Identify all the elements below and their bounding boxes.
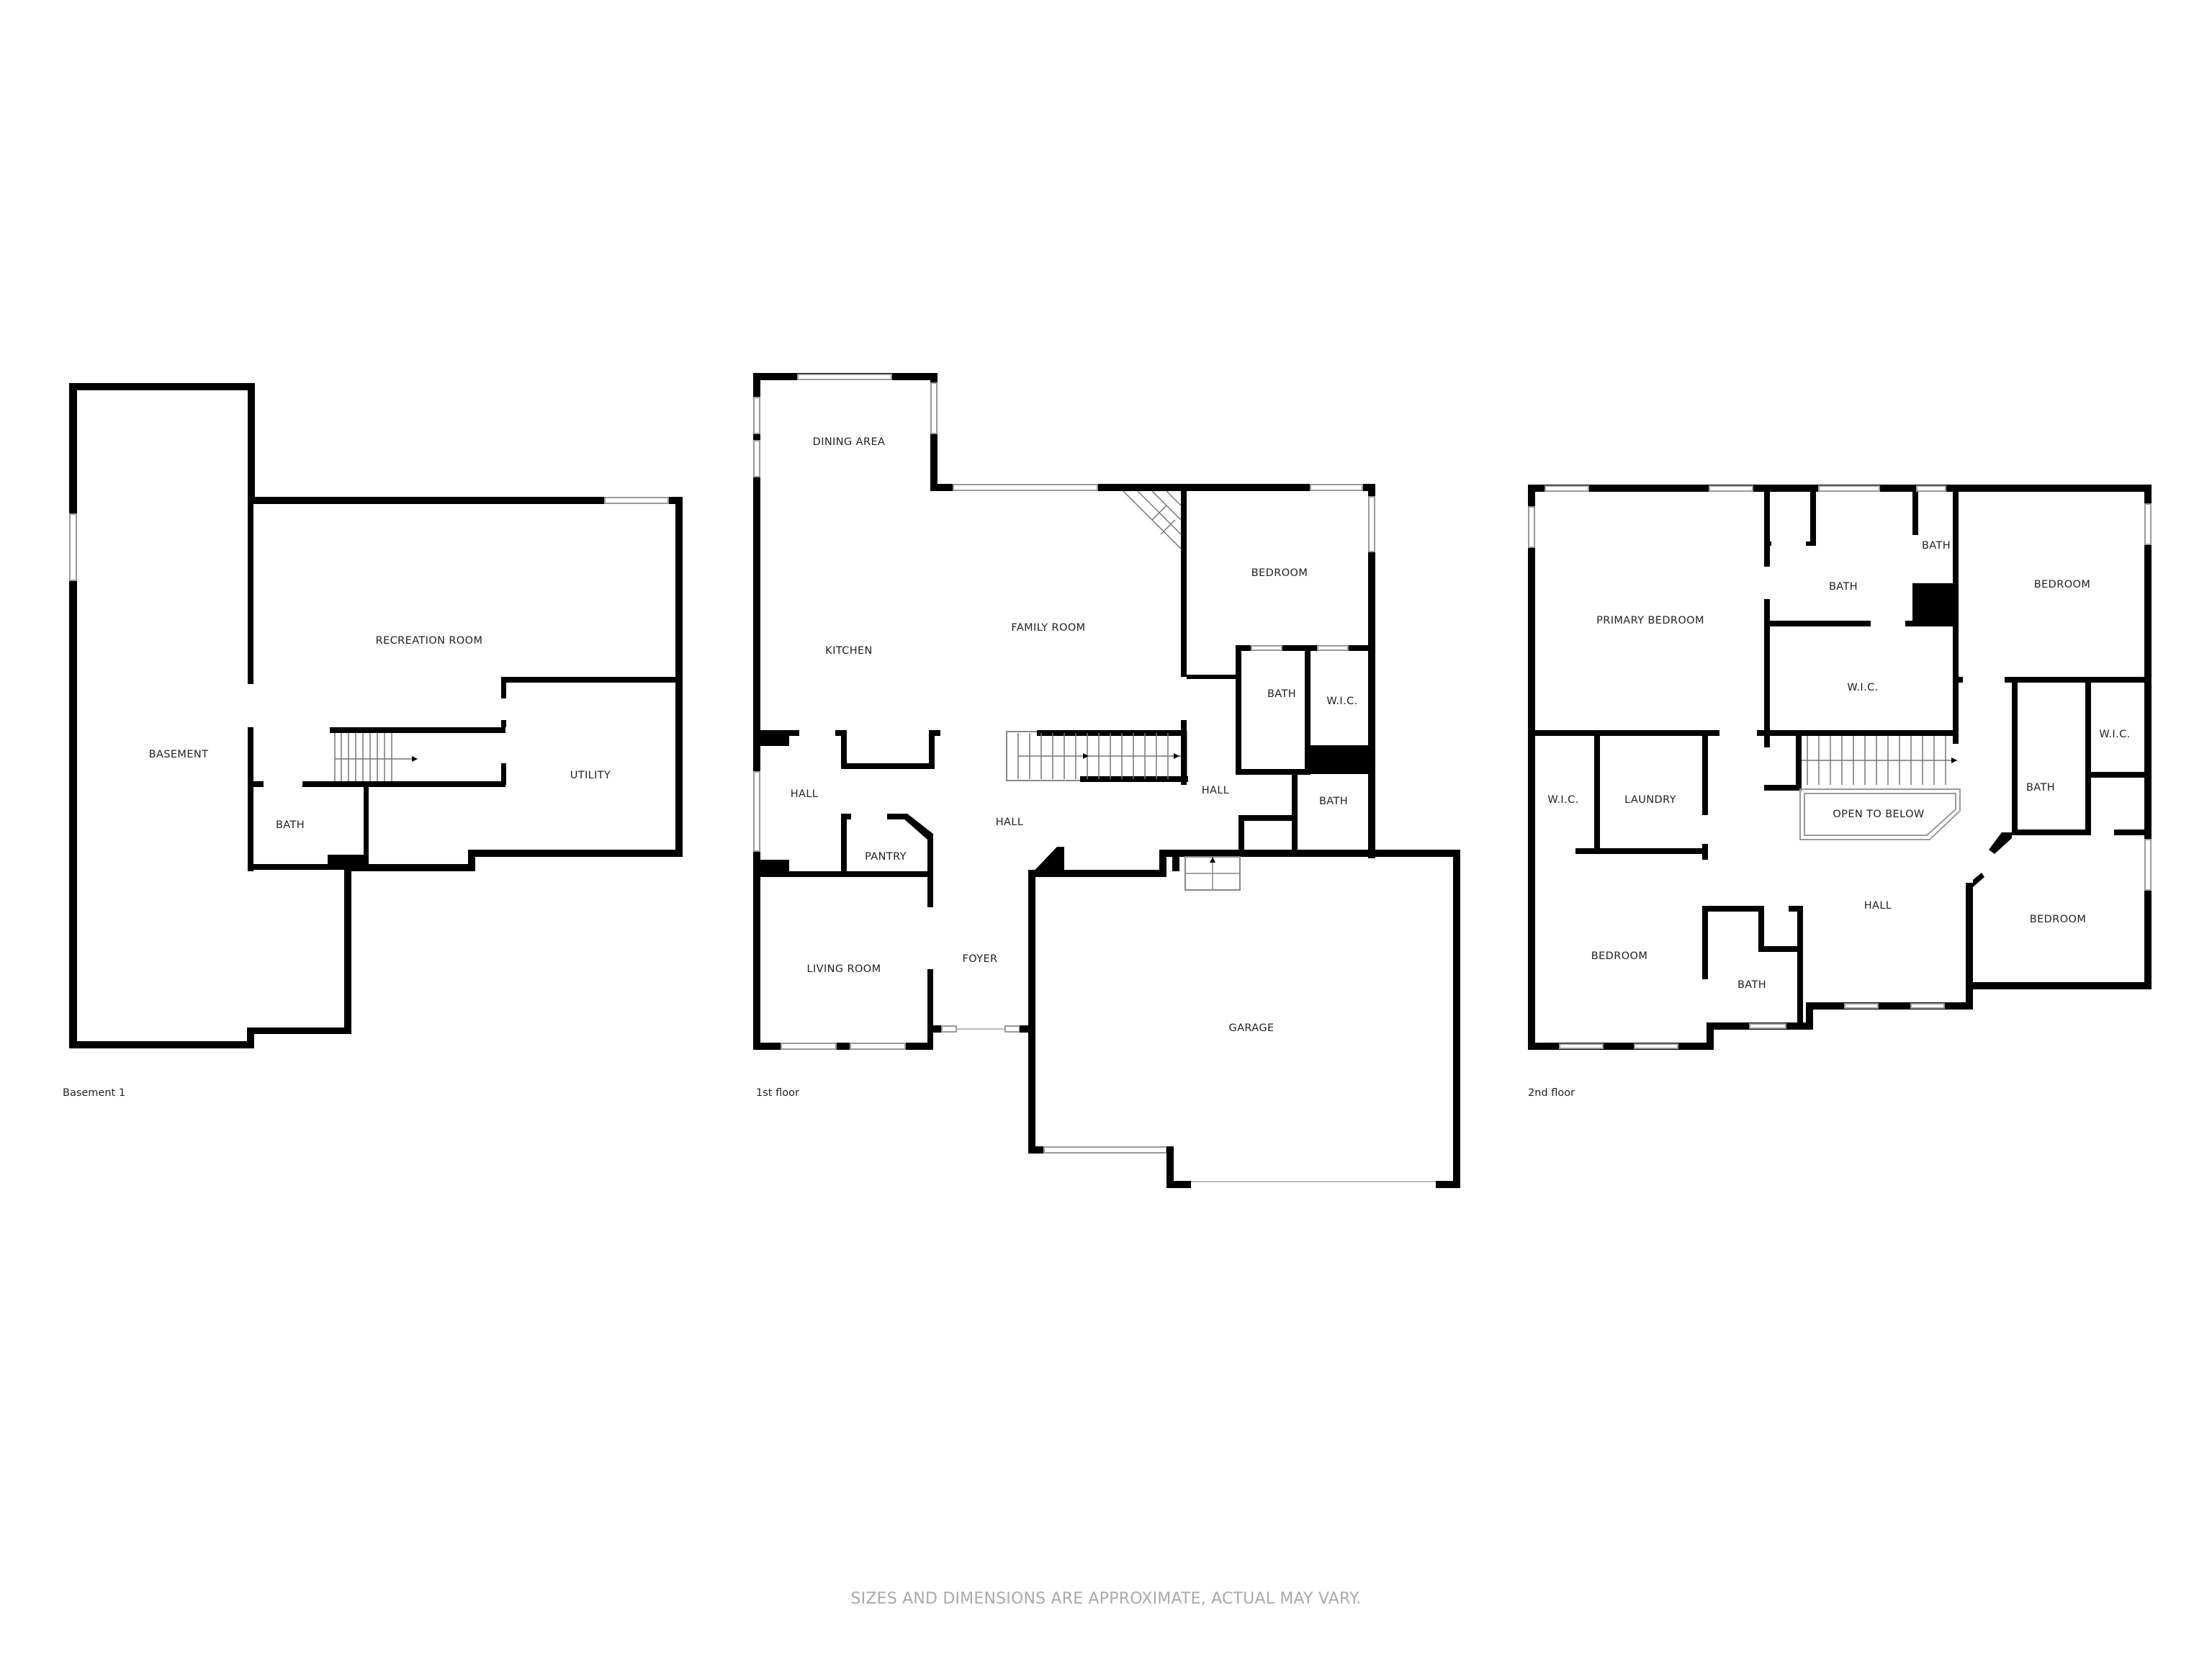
room-label-bath: BATH xyxy=(1267,688,1296,700)
room-label-bedroom: BEDROOM xyxy=(1251,567,1308,579)
floor-name-basement: Basement 1 xyxy=(63,1087,125,1099)
room-label-primary-bedroom: PRIMARY BEDROOM xyxy=(1596,615,1704,626)
floor-plan-2nd-floor: PRIMARY BEDROOM BATH BATH BEDROOM W.I.C.… xyxy=(1528,485,2152,1099)
room-label-laundry: LAUNDRY xyxy=(1624,794,1676,806)
room-label-wic-center: W.I.C. xyxy=(1847,682,1878,693)
floor-name-2nd-floor: 2nd floor xyxy=(1528,1087,1575,1099)
room-label-bath-small: BATH xyxy=(1922,540,1951,552)
stairs-icon xyxy=(334,733,413,781)
room-label-bath-south: BATH xyxy=(1737,979,1766,991)
room-label-living-room: LIVING ROOM xyxy=(806,963,881,975)
room-label-bath-lower: BATH xyxy=(1319,796,1348,807)
floor-plan-basement: BASEMENT RECREATION ROOM UTILITY BATH Ba… xyxy=(63,383,683,1099)
room-label-bedroom-se: BEDROOM xyxy=(2030,914,2087,925)
room-label-hall-central: HALL xyxy=(996,817,1024,828)
stair-arrow-icon xyxy=(1083,753,1089,759)
floor-plan-1st-floor: DINING AREA KITCHEN FAMILY ROOM BEDROOM … xyxy=(753,373,1460,1188)
room-label-recreation-room: RECREATION ROOM xyxy=(376,635,483,647)
disclaimer-text: SIZES AND DIMENSIONS ARE APPROXIMATE, AC… xyxy=(850,1590,1362,1608)
room-label-kitchen: KITCHEN xyxy=(825,645,873,657)
room-label-hall-east: HALL xyxy=(1202,785,1230,796)
corner-stairs-icon xyxy=(1123,490,1182,549)
room-label-wic-east: W.I.C. xyxy=(2099,729,2130,740)
room-label-bedroom-ne: BEDROOM xyxy=(2034,579,2091,590)
room-label-garage: GARAGE xyxy=(1228,1022,1274,1034)
room-label-foyer: FOYER xyxy=(962,953,997,965)
room-label-pantry: PANTRY xyxy=(865,851,907,863)
stair-arrow-icon xyxy=(412,756,418,762)
room-label-utility: UTILITY xyxy=(570,770,611,781)
room-label-hall-west: HALL xyxy=(791,788,819,800)
stair-arrow-icon xyxy=(1174,753,1179,759)
room-label-wic-west: W.I.C. xyxy=(1547,794,1578,806)
room-label-bedroom-sw: BEDROOM xyxy=(1591,950,1648,962)
room-label-wic: W.I.C. xyxy=(1326,696,1357,707)
stair-arrow-icon xyxy=(1951,757,1957,763)
room-label-open-to-below: OPEN TO BELOW xyxy=(1833,809,1924,820)
room-label-basement: BASEMENT xyxy=(149,749,209,760)
room-label-bath: BATH xyxy=(276,819,305,831)
room-label-dining-area: DINING AREA xyxy=(813,436,886,448)
stairs-icon xyxy=(1017,733,1181,779)
floor-name-1st-floor: 1st floor xyxy=(756,1087,799,1099)
room-label-family-room: FAMILY ROOM xyxy=(1011,622,1085,634)
room-label-bath: BATH xyxy=(1829,581,1858,593)
stair-arrow-icon xyxy=(1210,857,1215,863)
room-label-bath-east: BATH xyxy=(2026,782,2055,793)
room-label-hall: HALL xyxy=(1864,900,1892,912)
stairs-icon xyxy=(1802,736,1957,785)
